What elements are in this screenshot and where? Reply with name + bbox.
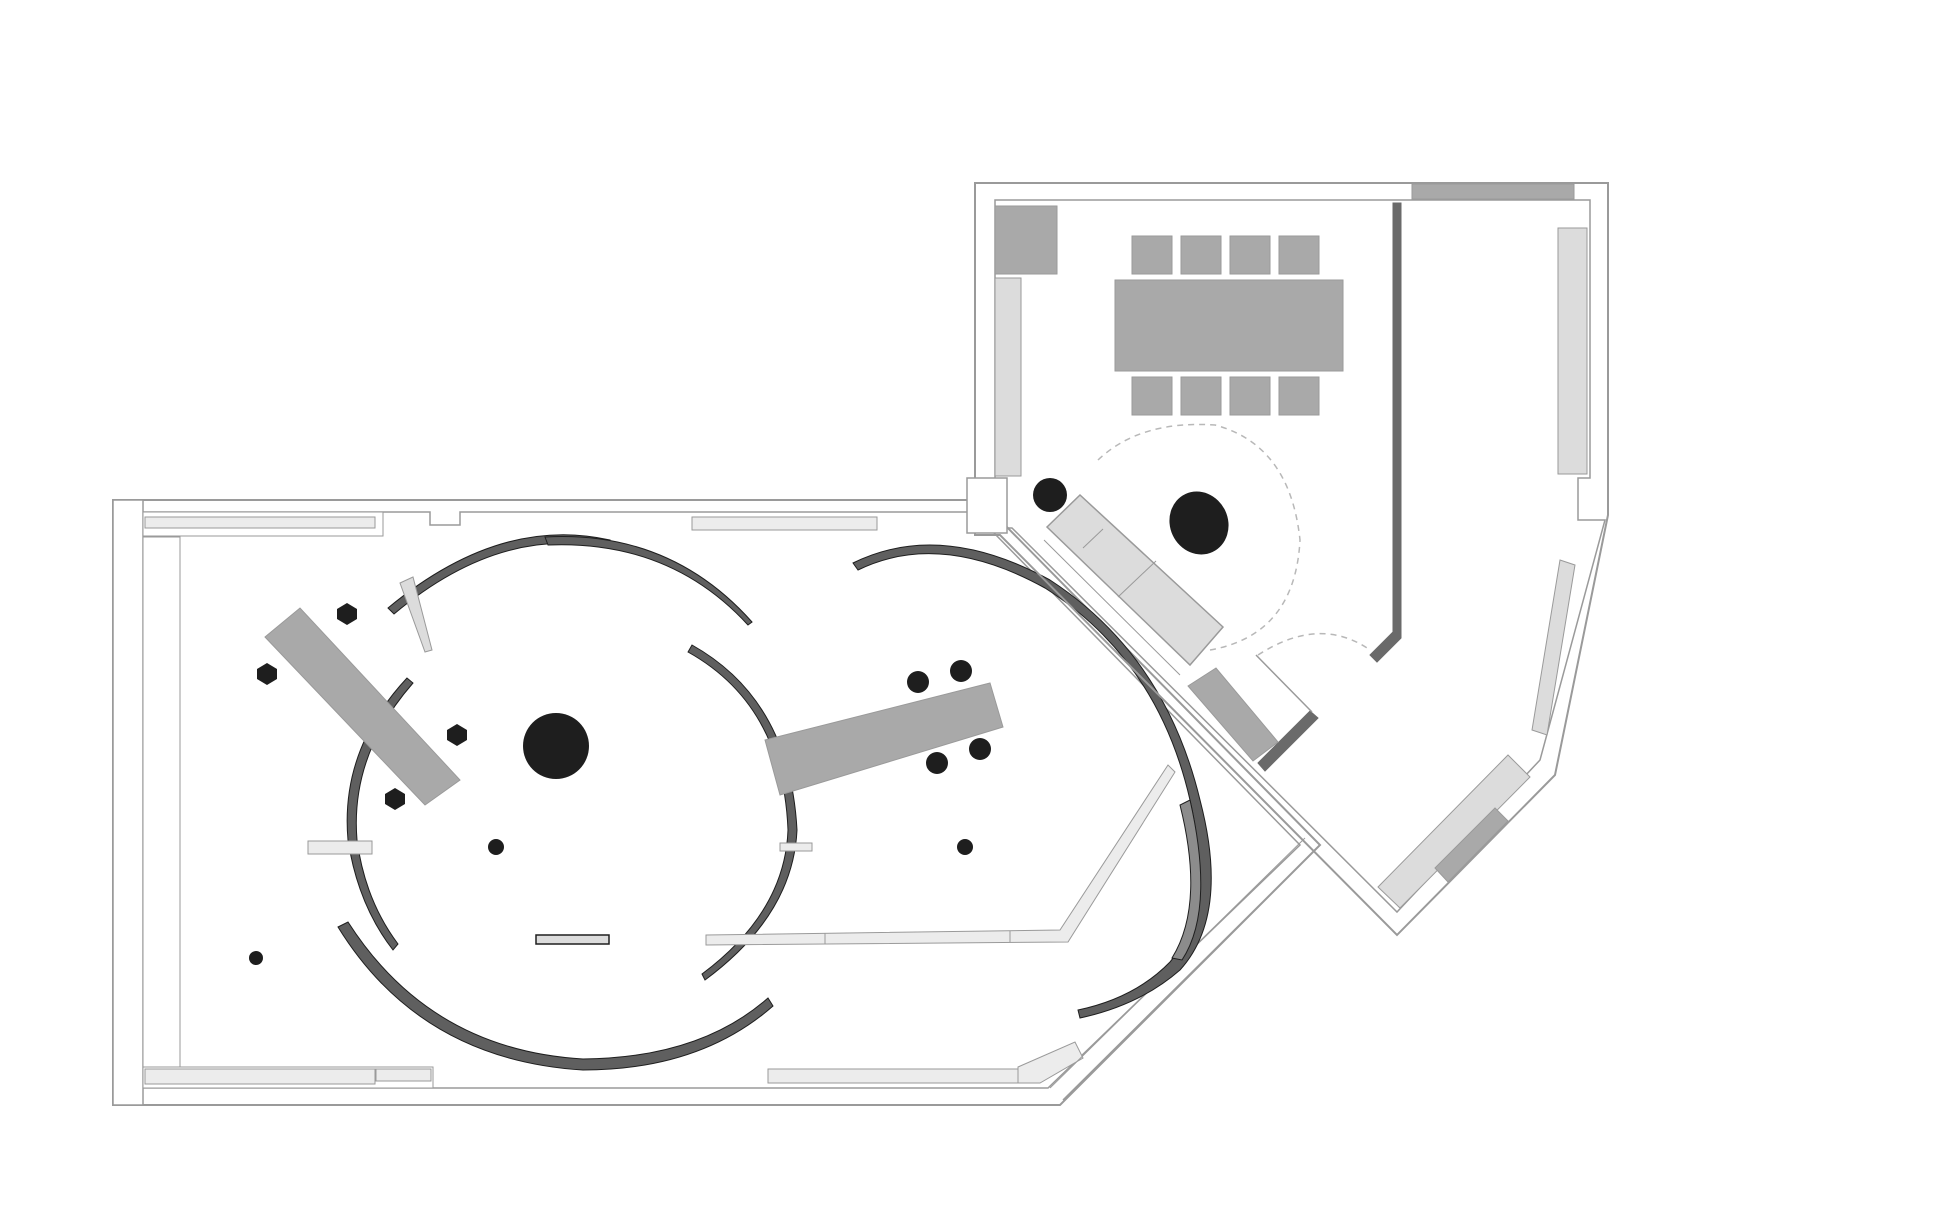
hex-stool-2 [257, 663, 277, 685]
south-cabinet-accent [1434, 807, 1509, 883]
conference-chair [1229, 235, 1271, 275]
hall-west-wall [112, 499, 144, 1106]
conference-chair [1278, 235, 1320, 275]
bench-south [535, 934, 610, 945]
conference-chairs [1131, 235, 1320, 416]
conference-chair [1131, 376, 1173, 416]
angled-display-partition [705, 764, 1176, 946]
curved-wall-oval-accent [1171, 799, 1202, 961]
south-cabinet [1377, 754, 1531, 909]
display-table-west [264, 607, 461, 806]
conference-table [1114, 279, 1344, 372]
north-shelf-right [691, 516, 878, 531]
west-shelf [994, 277, 1022, 477]
conference-chair [1180, 376, 1222, 416]
round-stool-3 [926, 752, 948, 774]
south-shelf-left [144, 1068, 376, 1085]
hex-stool-4 [385, 788, 405, 810]
conference-chair [1229, 376, 1271, 416]
hall-west-wall-inner [142, 536, 181, 1068]
column-small-1 [488, 839, 504, 855]
conference-chair [1180, 235, 1222, 275]
curved-wall-north-2 [544, 536, 753, 626]
sofa-seam-1 [1082, 528, 1104, 549]
display-table-east [764, 682, 1004, 796]
sofa-seam-2 [1117, 560, 1157, 598]
south-shelf-mid [375, 1068, 432, 1082]
round-stool-2 [950, 660, 972, 682]
column-small-3 [249, 951, 263, 965]
round-stool-4 [969, 738, 991, 760]
sofa [1045, 493, 1225, 667]
south-east-corner-shelf [1017, 1041, 1084, 1084]
curved-wall-north [387, 534, 611, 615]
meeting-outer-wall [974, 182, 1609, 937]
media-wall-partition [1257, 710, 1319, 772]
conference-chair [1131, 235, 1173, 275]
meeting-room [966, 182, 1609, 937]
coffee-table [1169, 491, 1229, 555]
column-small-2 [957, 839, 973, 855]
bench-west [307, 840, 373, 855]
sofa-back [1043, 539, 1181, 676]
south-east-shelf [1531, 559, 1576, 736]
curved-wall-oval [852, 544, 1212, 1019]
door-swing-1 [1097, 423, 1301, 651]
round-stool-1 [907, 671, 929, 693]
media-cabinet [1187, 667, 1279, 762]
storage-cabinet [994, 205, 1058, 275]
curved-wall-west [346, 677, 414, 951]
entry-pillar [966, 477, 1008, 534]
side-table [1033, 478, 1067, 512]
north-shelf-left [144, 516, 376, 529]
column-central [523, 713, 589, 779]
door-swing-2 [1257, 633, 1371, 656]
meeting-partition [1369, 202, 1402, 663]
hex-stool-1 [337, 603, 357, 625]
conference-chair [1278, 376, 1320, 416]
south-east-glazing [1062, 849, 1316, 1101]
hex-stool-3 [447, 724, 467, 746]
curved-wall-south [337, 921, 774, 1071]
north-window-strip [1411, 183, 1575, 200]
media-cabinet-frame [1255, 654, 1313, 713]
south-shelf-right [767, 1068, 1021, 1084]
curved-wall-east [687, 644, 798, 981]
exhibition-hall [112, 499, 1322, 1106]
east-shelf [1557, 227, 1588, 475]
bench-center [779, 842, 813, 852]
curved-wall-north-cap [399, 576, 433, 653]
